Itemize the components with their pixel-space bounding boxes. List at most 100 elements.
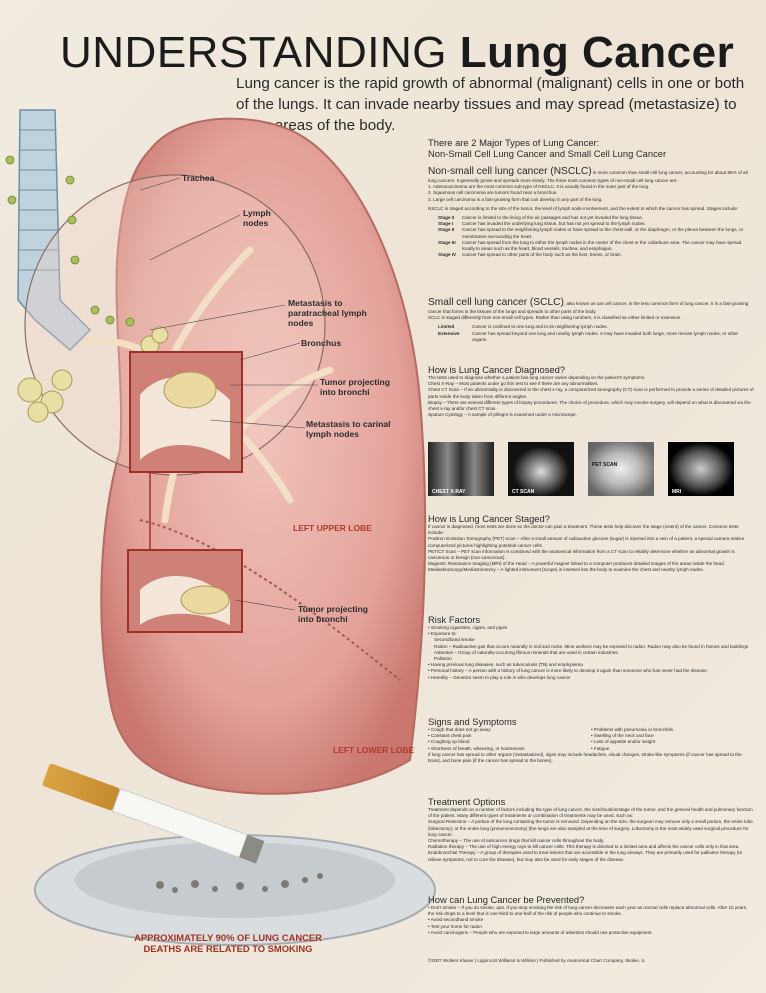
staged-item: Mediastinoscopy/Mediastinotomy – A light… [428, 567, 704, 573]
label-lymph-nodes: Lymph nodes [243, 208, 271, 228]
risk-heading: Risk Factors [428, 614, 481, 625]
nsclc-section: Non-small cell lung cancer (NSCLC) is mo… [428, 166, 754, 258]
staged-intro: If cancer is diagnosed, more tests are d… [428, 524, 739, 536]
diagnosed-item: Biopsy – There are several different typ… [428, 399, 751, 412]
label-left-upper-lobe: LEFT UPPER LOBE [293, 523, 372, 533]
stage-desc: Cancer has spread from the lung to eithe… [462, 239, 742, 252]
stage-desc: Cancer has invaded the underlying lung t… [462, 221, 646, 227]
nsclc-stage: Stage IV Cancer has spread to other parts… [438, 252, 754, 258]
label-metastasis-carinal: Metastasis to carinal lymph nodes [306, 419, 391, 439]
types-heading-1: There are 2 Major Types of Lung Cancer: [428, 137, 600, 148]
title-part1: UNDERSTANDING [60, 28, 460, 77]
symptoms-section: Signs and Symptoms • Cough that does not… [428, 716, 754, 764]
scan-label: MRI [672, 489, 682, 495]
diagnosed-item: Sputum Cytology – A sample of phlegm is … [428, 412, 577, 418]
nsclc-type-3: 3. Large cell carcinoma is a fast-growin… [428, 196, 603, 202]
treatment-item: Chemotherapy – The use of anticancer dru… [428, 838, 605, 844]
cigarette [42, 763, 265, 864]
stage-key: Extensive [438, 330, 460, 336]
diagnosed-heading: How is Lung Cancer Diagnosed? [428, 364, 566, 375]
treatment-item: Surgical Resection – A portion of the lu… [428, 819, 753, 837]
treatment-item: Radiation therapy – The use of high-ener… [428, 844, 740, 850]
risk-item: • Personal history – A person with a his… [428, 668, 708, 674]
prevention-heading: How can Lung Cancer be Prevented? [428, 894, 585, 905]
treatment-intro: Treatment depends on a number of factors… [428, 807, 753, 819]
staged-item: Magnetic Resonance Imaging (MRI) of the … [428, 561, 725, 567]
treatment-item: Endobronchial Therapy – A group of thera… [428, 850, 743, 862]
sclc-stage: Limited Cancer is confined to one lung an… [438, 324, 754, 330]
mri-image: MRI [668, 442, 734, 496]
stage-key: Limited [438, 324, 455, 330]
risk-item: Secondhand smoke [434, 637, 475, 643]
stage-desc: Cancer has spread to other parts of the … [462, 252, 622, 258]
stage-desc: Cancer is confined to one lung and to it… [472, 324, 608, 330]
symptom-item: • Loss of appetite and/or weight [591, 739, 656, 745]
ct-scan-image: CT SCAN [508, 442, 574, 496]
nsclc-stage: Stage I Cancer has invaded the underlying… [438, 221, 754, 227]
treatment-section: Treatment Options Treatment depends on a… [428, 796, 754, 863]
scan-label: CHEST X-RAY [432, 489, 466, 495]
symptom-item: • Problems with pneumonia or bronchitis [591, 727, 674, 732]
symptom-item: • Swelling of the neck and face [591, 733, 654, 739]
symptom-item: • Coughing up blood [428, 739, 470, 745]
nsclc-intro: is more common than small cell lung canc… [428, 170, 748, 183]
scan-label: PET SCAN [592, 462, 618, 468]
label-left-lower-lobe: LEFT LOWER LOBE [333, 745, 415, 755]
title-part2: Lung Cancer [459, 28, 735, 77]
prevention-item: • Test your home for radon [428, 923, 482, 929]
stage-key: Stage III [438, 239, 456, 245]
stage-desc: Cancer has spread to the neighboring lym… [462, 227, 744, 239]
diagnosed-item: Chest X-Ray – Most patients under go thi… [428, 381, 599, 387]
pet-scan-image: PET SCAN [588, 442, 654, 496]
staged-heading: How is Lung Cancer Staged? [428, 513, 550, 524]
symptom-item: • Cough that does not go away [428, 727, 491, 732]
diagnosed-intro: The tests used to diagnose whether a pat… [428, 375, 646, 380]
sclc-stage: Extensive Cancer has spread beyond one lu… [438, 331, 754, 343]
sclc-intro: , also known as oat cell cancer, is the … [428, 301, 749, 314]
risk-item: • Exposure to: [428, 631, 457, 637]
prevention-section: How can Lung Cancer be Prevented? • Don'… [428, 894, 754, 936]
stage-key: Stage I [438, 221, 454, 227]
staged-item: PET/CT Scan – PET scan information is co… [428, 548, 735, 561]
nsclc-stage: Stage III Cancer has spread from the lung… [438, 240, 754, 252]
risk-item: Pollution [434, 656, 452, 662]
risk-item: • Smoking cigarettes, cigars, and pipes [428, 625, 508, 630]
risk-item: Radon – Radioactive gas that occurs natu… [434, 643, 749, 649]
diagnosed-section: How is Lung Cancer Diagnosed? The tests … [428, 364, 754, 418]
diagnosed-item: Chest CT Scan – If an abnormality is dis… [428, 387, 754, 399]
lung-illustration [5, 109, 436, 946]
symptom-item: • Fatigue [591, 745, 610, 751]
types-heading-2: Non-Small Cell Lung Cancer and Small Cel… [428, 148, 667, 159]
chest-xray-image: CHEST X-RAY [428, 442, 494, 496]
staged-item: Positron Emission Tomography (PET) scan … [428, 536, 745, 548]
treatment-heading: Treatment Options [428, 796, 506, 807]
stage-desc: Cancer has spread beyond one lung and ne… [472, 330, 739, 342]
prevention-item: • Don't smoke – If you do smoke, quit. I… [428, 905, 748, 917]
nsclc-type-1: 1. Adenocarcinoma are the most common su… [428, 184, 650, 190]
prevention-item: • Avoid secondhand smoke [428, 917, 484, 923]
symptom-item: • Shortness of breath, wheezing, or hoar… [428, 745, 525, 751]
scan-label: CT SCAN [512, 489, 535, 495]
nsclc-stage: Stage II Cancer has spread to the neighbo… [438, 227, 754, 239]
risk-section: Risk Factors • Smoking cigarettes, cigar… [428, 614, 754, 681]
label-metastasis-paratracheal: Metastasis to paratracheal lymph nodes [288, 298, 367, 328]
symptom-item: • Constant chest pain [428, 733, 472, 739]
label-trachea: Trachea [182, 173, 215, 183]
smoking-caption: APPROXIMATELY 90% OF LUNG CANCER DEATHS … [134, 932, 322, 954]
sclc-section: Small cell lung cancer (SCLC), also know… [428, 297, 754, 343]
label-bronchus: Bronchus [301, 338, 342, 348]
stage-key: Stage II [438, 227, 455, 233]
sclc-staging: SCLC is staged differently from non-smal… [428, 315, 682, 321]
publisher-footer: ©2007 Wolters Kluwer | Lippincott Willia… [428, 958, 646, 963]
types-section: There are 2 Major Types of Lung Cancer: … [428, 137, 754, 159]
nsclc-type-2: 2. Squamous cell carcinoma are tumors fo… [428, 190, 558, 196]
stage-key: Stage IV [438, 252, 457, 258]
stage-desc: Cancer is limited to the lining of the a… [462, 215, 644, 221]
sclc-heading: Small cell lung cancer (SCLC) [428, 297, 564, 308]
prevention-item: • Avoid carcinogens – People who are exp… [428, 929, 653, 935]
nsclc-heading: Non-small cell lung cancer (NSCLC) [428, 166, 592, 177]
risk-item: • Heredity – Genetics seem to play a rol… [428, 674, 571, 680]
label-tumor-bronchi-2: Tumor projecting into bronchi [298, 604, 369, 624]
